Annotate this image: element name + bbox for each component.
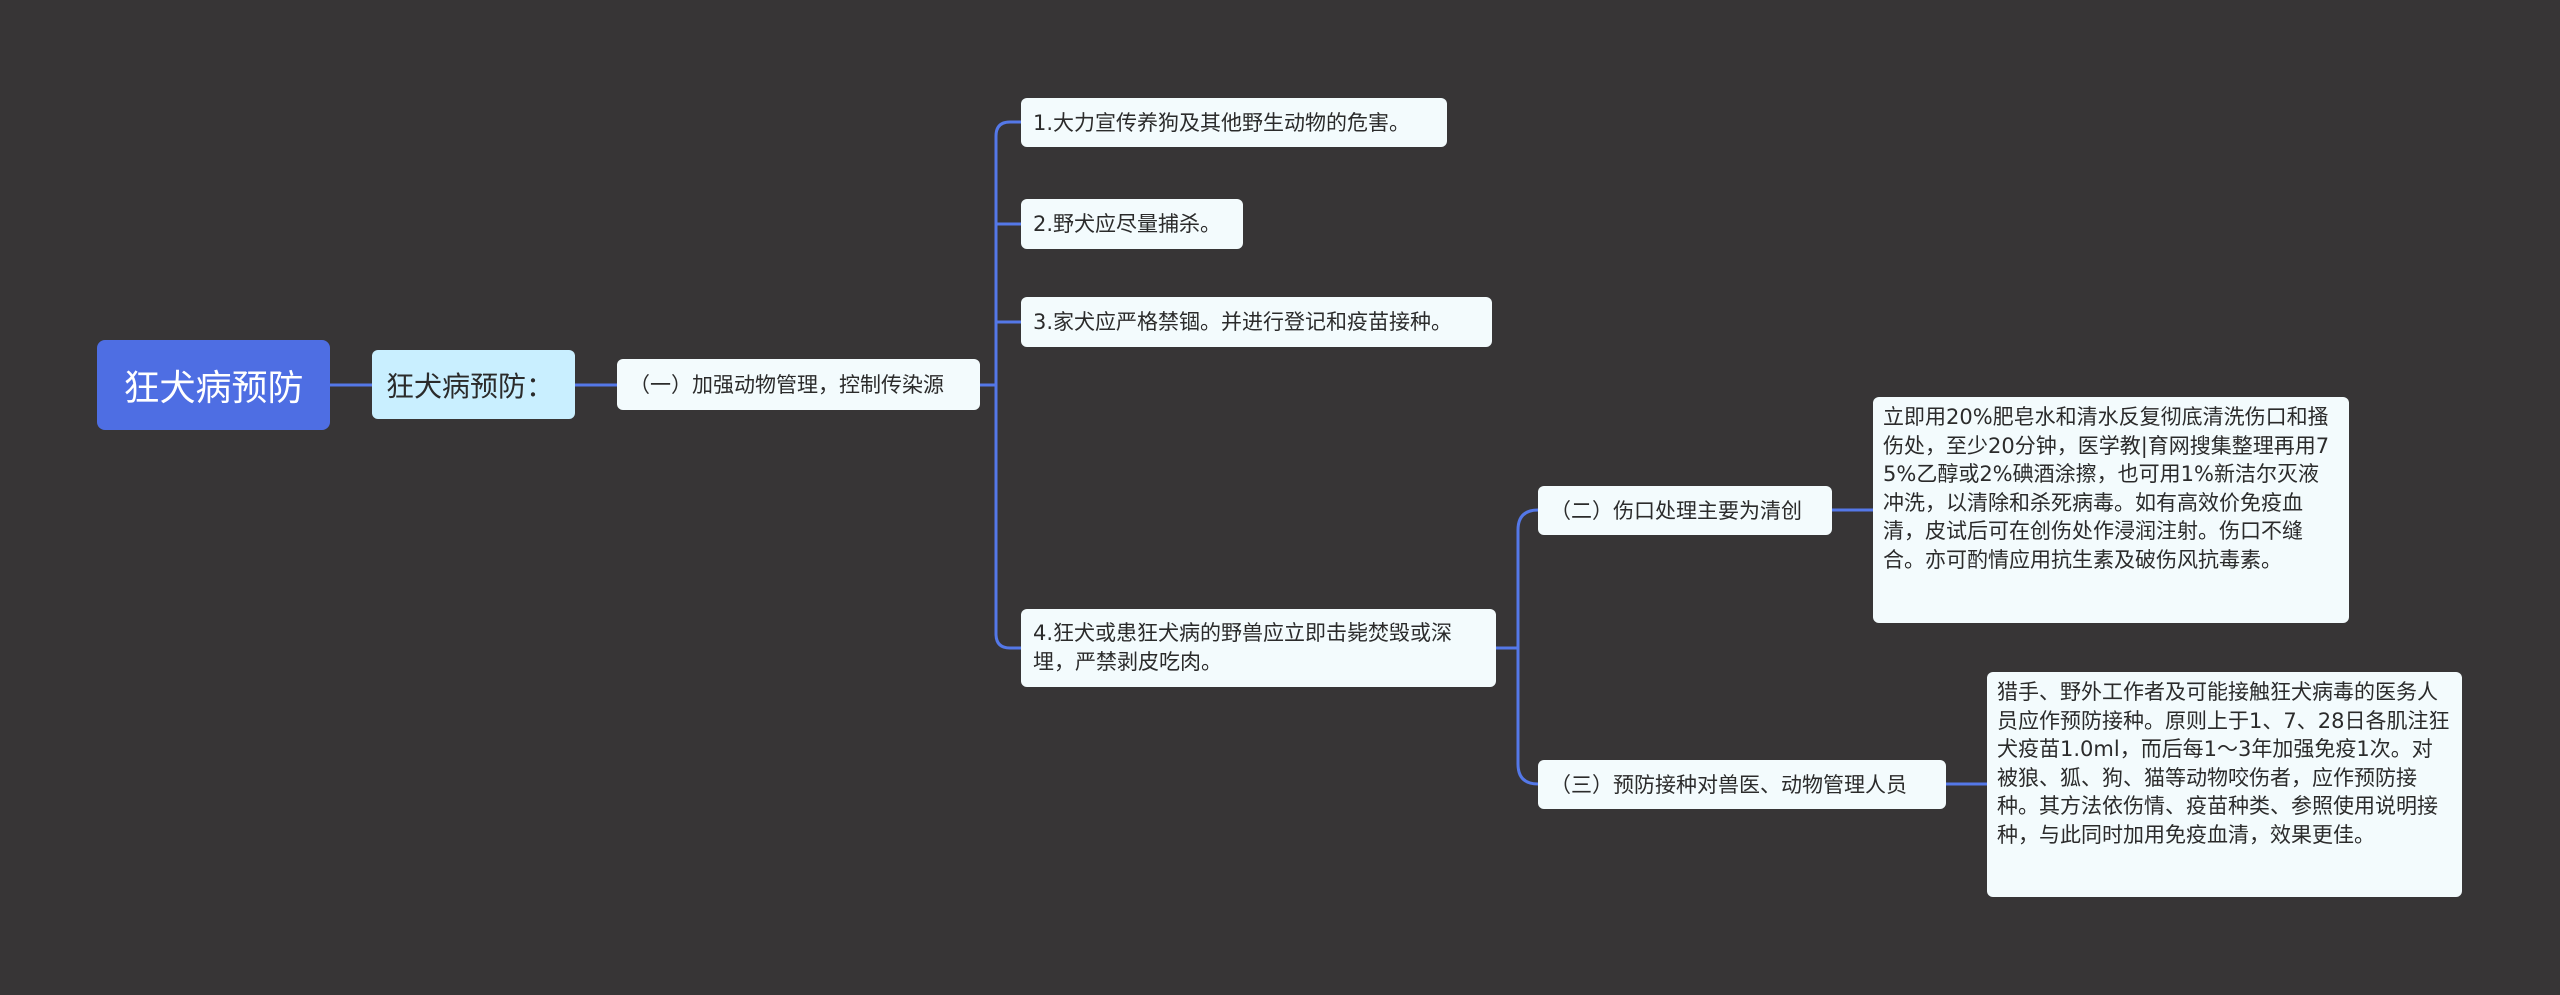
- branch-one-item-1-label: 1.大力宣传养狗及其他野生动物的危害。: [1033, 110, 1411, 135]
- root-topic-label: 狂犬病预防: [123, 368, 304, 409]
- branch-one-item-2-label: 2.野犬应尽量捕杀。: [1033, 212, 1222, 236]
- branch-three-topic[interactable]: （三）预防接种对兽医、动物管理人员: [1538, 760, 1946, 809]
- branch-one-item-3-label: 3.家犬应严格禁锢。并进行登记和疫苗接种。: [1033, 310, 1453, 334]
- branch-two-label: （二）伤口处理主要为清创: [1550, 498, 1802, 523]
- root-topic[interactable]: 狂犬病预防: [97, 340, 330, 430]
- connector-branch-one-items: [980, 120, 1021, 650]
- branch-one-item-2[interactable]: 2.野犬应尽量捕杀。: [1021, 199, 1243, 249]
- branch-two-detail[interactable]: 立即用20%肥皂水和清水反复彻底清洗伤口和搔伤处，至少20分钟，医学教|育网搜集…: [1873, 397, 2349, 623]
- branch-three-detail-text: 猎手、野外工作者及可能接触狂犬病毒的医务人员应作预防接种。原则上于1、7、28日…: [1997, 680, 2450, 847]
- branch-one-label: （一）加强动物管理，控制传染源: [629, 372, 944, 397]
- branch-one-item-3[interactable]: 3.家犬应严格禁锢。并进行登记和疫苗接种。: [1021, 297, 1492, 347]
- branch-three-label: （三）预防接种对兽医、动物管理人员: [1550, 772, 1907, 797]
- branch-two-topic[interactable]: （二）伤口处理主要为清创: [1538, 486, 1832, 535]
- level1-topic-label: 狂犬病预防：: [386, 369, 555, 403]
- connector-item4-subbranches: [1496, 508, 1539, 786]
- branch-three-detail[interactable]: 猎手、野外工作者及可能接触狂犬病毒的医务人员应作预防接种。原则上于1、7、28日…: [1987, 672, 2462, 897]
- branch-two-detail-text: 立即用20%肥皂水和清水反复彻底清洗伤口和搔伤处，至少20分钟，医学教|育网搜集…: [1883, 405, 2330, 572]
- level1-topic[interactable]: 狂犬病预防：: [372, 350, 575, 419]
- branch-one-item-4[interactable]: 4.狂犬或患狂犬病的野兽应立即击毙焚毁或深埋，严禁剥皮吃肉。: [1021, 609, 1496, 687]
- branch-one-topic[interactable]: （一）加强动物管理，控制传染源: [617, 359, 980, 410]
- branch-one-item-4-label: 4.狂犬或患狂犬病的野兽应立即击毙焚毁或深埋，严禁剥皮吃肉。: [1033, 621, 1453, 674]
- branch-one-item-1[interactable]: 1.大力宣传养狗及其他野生动物的危害。: [1021, 98, 1447, 147]
